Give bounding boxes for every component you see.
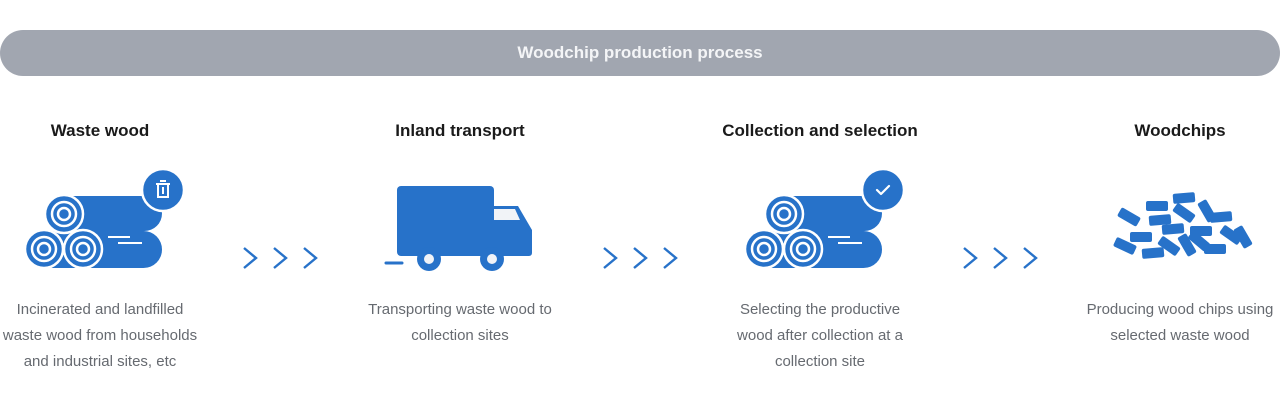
logs-trash-icon [0,167,200,278]
step-description: Selecting the productive wood after coll… [737,301,903,370]
process-banner: Woodchip production process [0,30,1280,76]
step-description: Producing wood chips using selected wast… [1086,301,1274,344]
step-description: Transporting waste wood to collection si… [368,301,552,344]
step-title: Inland transport [395,121,525,140]
step-title: Collection and selection [722,121,918,140]
triple-chevron-right-icon [240,244,320,272]
step-title: Woodchips [1134,121,1226,140]
step-description: Incinerated and landfilled waste wood fr… [2,301,198,370]
step-title: Waste wood [50,121,150,140]
woodchips-icon [1080,168,1280,278]
truck-icon [360,168,560,278]
logs-check-icon [720,167,920,278]
triple-chevron-right-icon [600,244,680,272]
banner-title: Woodchip production process [517,43,763,62]
triple-chevron-right-icon [960,244,1040,272]
